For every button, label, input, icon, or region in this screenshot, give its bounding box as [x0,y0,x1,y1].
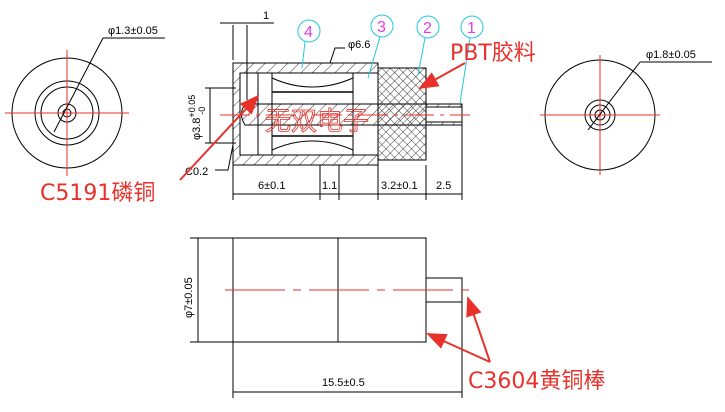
right-diameter-label: φ1.8±0.05 [646,49,696,61]
inner-diameter-label: φ3.8+0.05-0 [187,95,207,140]
outer-diameter-label: φ6.6 [348,39,370,51]
svg-text:4: 4 [304,24,313,41]
watermark: 无双电子 [265,107,369,137]
dim-2-5: 2.5 [436,180,451,192]
balloon-3: 3 [367,14,394,79]
svg-text:2: 2 [423,20,432,37]
side-diameter-label: φ7±0.05 [183,277,195,318]
callout-c5191: C5191磷铜 [40,181,155,206]
dim-3-2: 3.2±0.1 [381,180,418,192]
side-view: φ7±0.05 15.5±0.5 [183,237,470,398]
svg-text:1: 1 [467,20,476,37]
left-diameter-label: φ1.3±0.05 [108,25,158,37]
right-end-view: φ1.8±0.05 [540,49,712,175]
callout-pbt: PBT胶料 [450,41,536,66]
callout-c3604: C3604黄铜棒 [468,369,605,394]
balloon-2: 2 [416,15,440,76]
dim-1-1: 1.1 [322,180,337,192]
top-dim-label: 1 [263,10,269,22]
svg-text:3: 3 [377,19,386,36]
left-end-view: φ1.3±0.05 [5,25,165,176]
dim-6: 6±0.1 [258,180,285,192]
balloon-4: 4 [297,19,321,69]
length-label: 15.5±0.5 [322,377,365,389]
balloon-1: 1 [459,15,484,104]
section-view: 无双电子 1 φ6.6 4 3 2 1 φ3.8+0.05-0 C0.2 6±0… [185,10,484,200]
